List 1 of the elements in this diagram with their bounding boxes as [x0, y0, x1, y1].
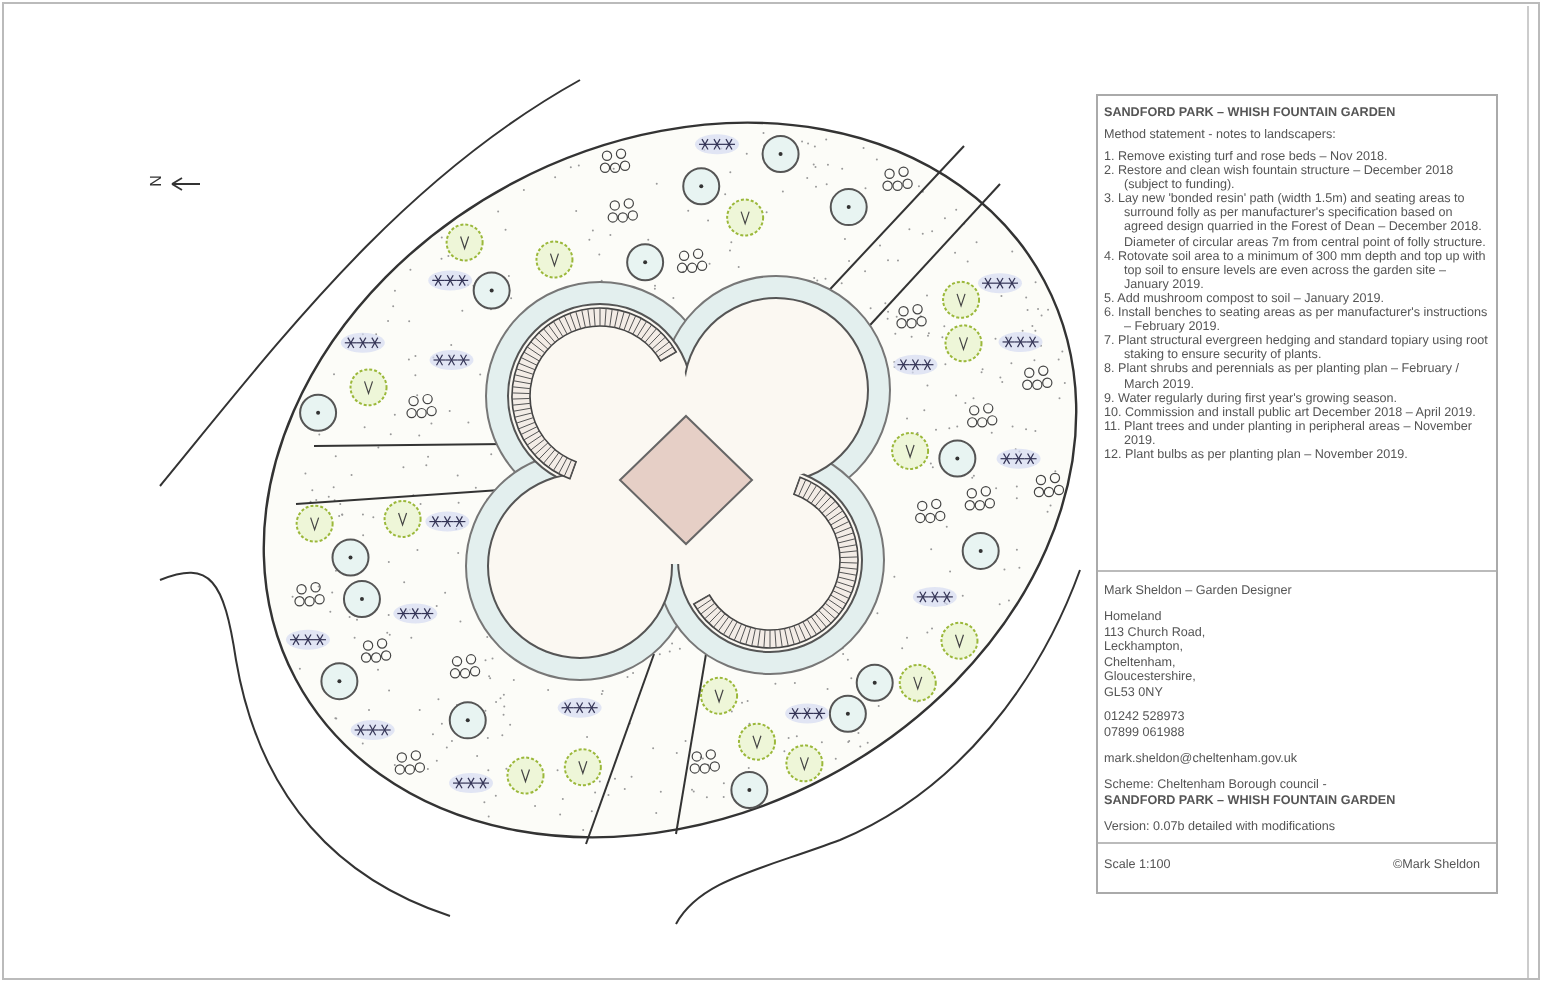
north-label: N	[146, 175, 165, 187]
